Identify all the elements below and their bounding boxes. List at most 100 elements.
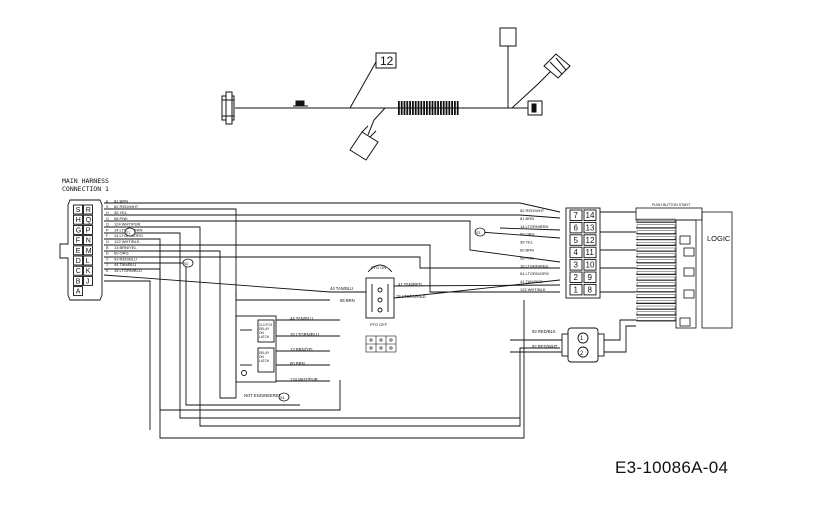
left-wire-pin: E — [106, 199, 109, 203]
left-wire-label: 81 BRN — [114, 198, 128, 203]
left-wire-pin: N — [106, 240, 109, 244]
not-engineered-label: NOT ENGINEERED — [244, 393, 282, 398]
right-wire-label: 60 BRN — [520, 248, 534, 253]
harness-illustration — [221, 27, 571, 161]
splice-4: S4 — [280, 396, 284, 400]
main-harness-title: MAIN HARNESS — [62, 177, 109, 185]
connector-pin-label: A — [76, 289, 81, 296]
logic-label: LOGIC — [707, 234, 731, 243]
left-wire-label: 93 RED/BLU — [114, 256, 137, 261]
wire — [104, 256, 560, 269]
connector-pin-label: D — [76, 258, 81, 265]
delay-wire-d: 60 BRN — [290, 361, 305, 366]
left-wire-pin: S — [106, 205, 109, 209]
wire — [499, 227, 561, 231]
relay-pin-label: 1 — [574, 285, 579, 294]
wire — [104, 232, 520, 419]
clip-icon — [293, 100, 308, 107]
connector-pin-label: L — [86, 258, 90, 265]
loom-icon — [398, 101, 459, 115]
right-wire-label: 81 BRN — [520, 216, 534, 221]
left-wire-label: 60 ORG — [114, 251, 129, 256]
left-wire-pin: C — [106, 257, 109, 261]
connector-pin-label: H — [76, 217, 81, 224]
connector-pin-label: G — [76, 227, 81, 234]
connector-pin-label: K — [86, 268, 91, 275]
connector-pin-label: Q — [86, 217, 92, 224]
wire — [104, 268, 525, 439]
bottom-wire-bot: 92 RED/WHT — [532, 344, 558, 349]
splice-3: S3 — [476, 231, 480, 235]
bottom-pin2: 2 — [580, 351, 584, 357]
right-wire-label: 16 LTGRN/RED — [520, 263, 548, 268]
wire-66-label: 66 BRN — [340, 298, 355, 303]
wire — [393, 284, 561, 287]
wire — [104, 250, 236, 399]
wire — [103, 274, 366, 293]
delay-wire-e: 124 WHT/PUR — [290, 377, 318, 382]
splice-markers — [124, 227, 486, 402]
diagram-code: E3-10086A-04 — [615, 458, 729, 477]
left-wire-label: 16 LTGRN/BLU — [114, 268, 142, 273]
wire — [104, 262, 300, 406]
left-wire-pin: F — [106, 234, 109, 238]
wire — [393, 279, 561, 299]
right-wire-label: 58 PNK — [520, 255, 534, 260]
relay-pin-label: 14 — [586, 211, 595, 220]
relay-pin-label: 12 — [586, 236, 595, 245]
relay-pin-label: 13 — [586, 223, 595, 232]
connector-pin-label: S — [76, 207, 81, 214]
wire — [104, 244, 560, 293]
left-wire-pin: J — [106, 263, 108, 267]
angled-plug-icon — [543, 53, 571, 79]
connector-pin-label: C — [76, 268, 81, 275]
connector-pin-label: J — [86, 278, 90, 285]
left-wire-label: 124 WHT/PUR — [114, 222, 141, 227]
right-wire-label: 41 TAN/RED — [520, 279, 543, 284]
left-wire-pin: B — [106, 246, 109, 250]
wire — [104, 280, 151, 430]
left-wire-pin: Q — [106, 223, 109, 227]
left-wire-label: 44 TAN/BLU — [114, 262, 136, 267]
wire-44-label: 44 TAN/BLU — [330, 286, 353, 291]
connector-pin-label: N — [86, 238, 91, 245]
wire — [104, 220, 561, 263]
left-wire-label: 122 WHT/BLK — [114, 239, 140, 244]
relay-pin-label: 9 — [588, 273, 593, 282]
wire — [104, 238, 341, 411]
relay-pin-label: 5 — [574, 236, 579, 245]
relay-pin-label: 7 — [574, 211, 579, 220]
pto-switch — [365, 264, 395, 319]
delay-relay-block — [235, 315, 277, 383]
left-wire-label: 35 YEL — [114, 210, 128, 215]
push-button-start-module — [635, 207, 733, 329]
left-plug-icon — [221, 91, 235, 125]
relay-pin-label: 4 — [574, 248, 579, 257]
wire — [604, 319, 636, 341]
pto-on-label: PTO ON — [371, 265, 386, 270]
relay-pin-label: 11 — [586, 248, 595, 257]
bottom-wire-top: 93 RED/BLK — [532, 329, 556, 334]
left-wire-label: 58 PNK — [114, 216, 128, 221]
bottom-plug-icon — [349, 125, 379, 161]
wire — [104, 226, 560, 427]
relay-pin-label: 8 — [588, 285, 593, 294]
delay-wire-c: 13 BRN/YEL — [290, 347, 314, 352]
left-wire-pin: K — [106, 269, 109, 273]
right-wire-label: 14 LTGRN/BRN — [520, 224, 548, 229]
connector-pin-label: M — [86, 248, 92, 255]
wire-15-label: 15 LTGRN/RED — [396, 294, 426, 299]
left-wire-label: 13 BRN/YEL — [114, 245, 137, 250]
left-wire-pin: G — [106, 217, 109, 221]
delay-wire-b: 16 LTGRN/BLU — [290, 332, 319, 337]
wire-paths — [103, 202, 636, 439]
relay-pin-label: 3 — [574, 261, 579, 270]
bottom-pin1: 1 — [580, 336, 584, 342]
